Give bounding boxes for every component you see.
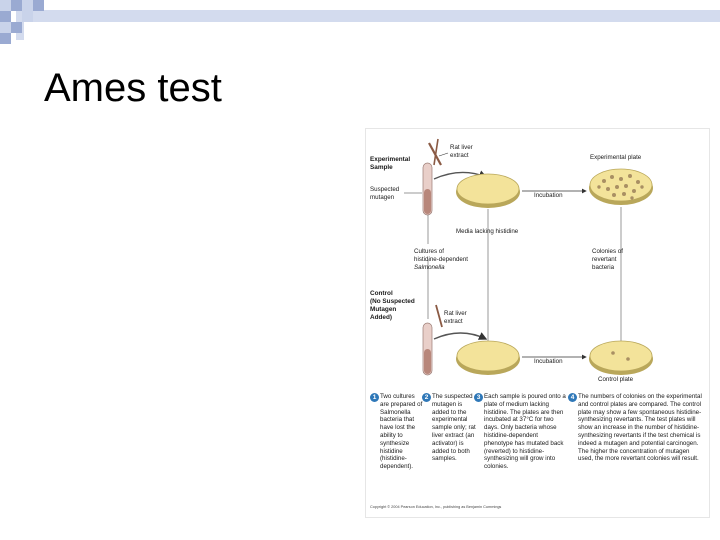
checker-square bbox=[0, 33, 11, 44]
label-rat-liver-extract-2: extract bbox=[450, 152, 469, 159]
label-rat-liver-extract-1: Rat liver bbox=[450, 144, 473, 151]
label-suspected-mutagen-2: mutagen bbox=[370, 194, 395, 201]
checker-square bbox=[22, 11, 33, 22]
colony bbox=[615, 185, 619, 189]
step-text: Each sample is poured onto a plate of me… bbox=[484, 393, 566, 471]
test-tube-fluid bbox=[424, 189, 431, 214]
revertant-colonies bbox=[597, 174, 644, 200]
checker-square bbox=[0, 22, 11, 33]
slide-title: Ames test bbox=[44, 66, 222, 110]
label-colonies-2: revertant bbox=[592, 256, 617, 263]
colony bbox=[636, 180, 640, 184]
label-experimental-sample-1: Experimental bbox=[370, 156, 410, 163]
colony bbox=[610, 175, 614, 179]
colony bbox=[612, 193, 616, 197]
label-control-3: Mutagen bbox=[370, 306, 396, 313]
step-3: 3 Each sample is poured onto a plate of … bbox=[474, 393, 568, 471]
label-rat-liver-extract-control-1: Rat liver bbox=[444, 310, 467, 317]
label-experimental-sample-2: Sample bbox=[370, 164, 393, 171]
control-test-tube-fluid bbox=[424, 349, 431, 374]
label-rat-liver-extract-control-2: extract bbox=[444, 318, 463, 325]
pointer-line bbox=[438, 152, 449, 157]
step-text: Two cultures are prepared of Salmonella … bbox=[380, 393, 423, 471]
step-number: 1 bbox=[370, 393, 379, 402]
step-text: The suspected mutagen is added to the ex… bbox=[432, 393, 476, 463]
label-media-lacking-histidine: Media lacking histidine bbox=[456, 228, 519, 235]
control-plate-medium bbox=[589, 340, 653, 372]
label-control-1: Control bbox=[370, 290, 393, 297]
label-control-4: Added) bbox=[370, 314, 392, 321]
diagram-artwork: Experimental Sample Suspected mutagen Ra… bbox=[370, 138, 653, 383]
petri-dish-medium bbox=[456, 173, 520, 205]
label-experimental-plate: Experimental plate bbox=[590, 154, 642, 161]
step-number: 3 bbox=[474, 393, 483, 402]
checker-square bbox=[22, 0, 33, 11]
step-4: 4 The numbers of colonies on the experim… bbox=[568, 393, 706, 463]
checker-square bbox=[33, 0, 44, 11]
experimental-plate-medium bbox=[589, 168, 653, 202]
step-1: 1 Two cultures are prepared of Salmonell… bbox=[370, 393, 424, 471]
colony bbox=[626, 357, 630, 361]
checker-square bbox=[0, 11, 11, 22]
label-cultures-3: Salmonella bbox=[414, 264, 445, 271]
label-incubation-top: Incubation bbox=[534, 192, 563, 199]
decorative-checker-pattern bbox=[0, 0, 720, 48]
colony bbox=[628, 174, 632, 178]
checker-square bbox=[11, 22, 22, 33]
colony bbox=[597, 185, 601, 189]
colony bbox=[630, 196, 634, 200]
label-control-2: (No Suspected bbox=[370, 298, 415, 305]
ames-test-diagram: Experimental Sample Suspected mutagen Ra… bbox=[365, 128, 710, 518]
label-cultures-2: histidine-dependent bbox=[414, 256, 468, 263]
decorative-bar bbox=[16, 10, 720, 22]
label-suspected-mutagen-1: Suspected bbox=[370, 186, 400, 193]
colony bbox=[606, 187, 610, 191]
pipette-icon bbox=[435, 304, 443, 328]
step-number: 4 bbox=[568, 393, 577, 402]
label-cultures-1: Cultures of bbox=[414, 248, 444, 255]
label-incubation-bottom: Incubation bbox=[534, 358, 563, 365]
colony bbox=[640, 185, 644, 189]
label-colonies-3: bacteria bbox=[592, 264, 615, 271]
step-2: 2 The suspected mutagen is added to the … bbox=[422, 393, 476, 463]
petri-dish-medium bbox=[456, 340, 520, 372]
checker-square bbox=[0, 0, 11, 11]
colony bbox=[624, 184, 628, 188]
step-text: The numbers of colonies on the experimen… bbox=[578, 393, 702, 463]
colony bbox=[622, 192, 626, 196]
pipette-icon bbox=[433, 138, 439, 166]
pour-arrow bbox=[433, 332, 488, 340]
label-control-plate: Control plate bbox=[598, 376, 634, 383]
colony bbox=[632, 189, 636, 193]
colony bbox=[611, 351, 615, 355]
label-colonies-1: Colonies of bbox=[592, 248, 623, 255]
copyright-note: Copyright © 2004 Pearson Education, Inc.… bbox=[370, 505, 502, 509]
step-number: 2 bbox=[422, 393, 431, 402]
checker-square bbox=[11, 0, 22, 11]
colony bbox=[602, 179, 606, 183]
colony bbox=[619, 177, 623, 181]
